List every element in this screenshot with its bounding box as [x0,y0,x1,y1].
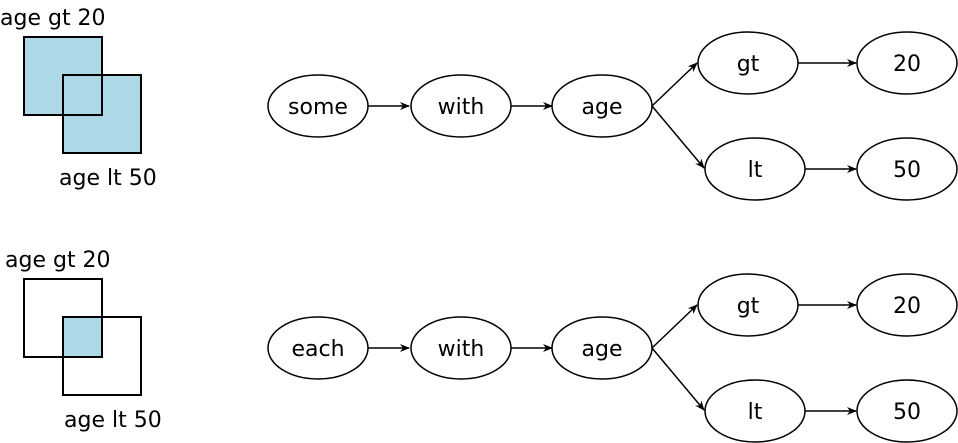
venn-label-a: age gt 20 [5,248,111,273]
query-graph: each with age gt lt 20 [267,273,958,443]
venn-label-a: age gt 20 [0,6,106,31]
node-50-label: 50 [893,400,921,425]
node-age: age [551,74,653,138]
node-some: some [267,74,369,138]
node-with-label: with [438,337,485,362]
node-with: with [410,74,512,138]
node-lt: lt [704,379,806,443]
node-lt-label: lt [748,400,763,425]
node-lt-label: lt [748,158,763,183]
venn-square-a-outline [23,36,103,116]
node-20-label: 20 [893,294,921,319]
node-50: 50 [856,379,958,443]
edge-age-lt [651,105,705,169]
query-graph: some with age gt lt 20 [267,31,958,201]
node-gt-label: gt [737,52,760,77]
node-gt: gt [697,31,799,95]
node-gt-label: gt [737,294,760,319]
edge-age-gt [651,62,698,107]
node-each: each [267,316,369,380]
venn-overlap [63,317,102,357]
venn-label-b: age lt 50 [59,166,157,191]
node-50: 50 [856,137,958,201]
venn-square-b [62,316,142,396]
node-50-label: 50 [893,158,921,183]
node-age-label: age [582,337,623,362]
node-with: with [410,316,512,380]
node-20-label: 20 [893,52,921,77]
node-age-label: age [582,95,623,120]
panel-each: age gt 20 age lt 50 each with [5,248,958,443]
node-with-label: with [438,95,485,120]
node-some-label: some [288,95,348,120]
node-gt: gt [697,273,799,337]
node-age: age [551,316,653,380]
node-20: 20 [856,31,958,95]
edge-age-lt [651,347,705,411]
node-each-label: each [291,337,344,362]
venn-label-b: age lt 50 [64,408,162,433]
node-20: 20 [856,273,958,337]
node-lt: lt [704,137,806,201]
edge-age-gt [651,304,698,349]
venn-diagram-union: age gt 20 age lt 50 [0,6,157,191]
panel-some: age gt 20 age lt 50 some with [0,6,958,201]
venn-diagram-intersection: age gt 20 age lt 50 [5,248,162,433]
